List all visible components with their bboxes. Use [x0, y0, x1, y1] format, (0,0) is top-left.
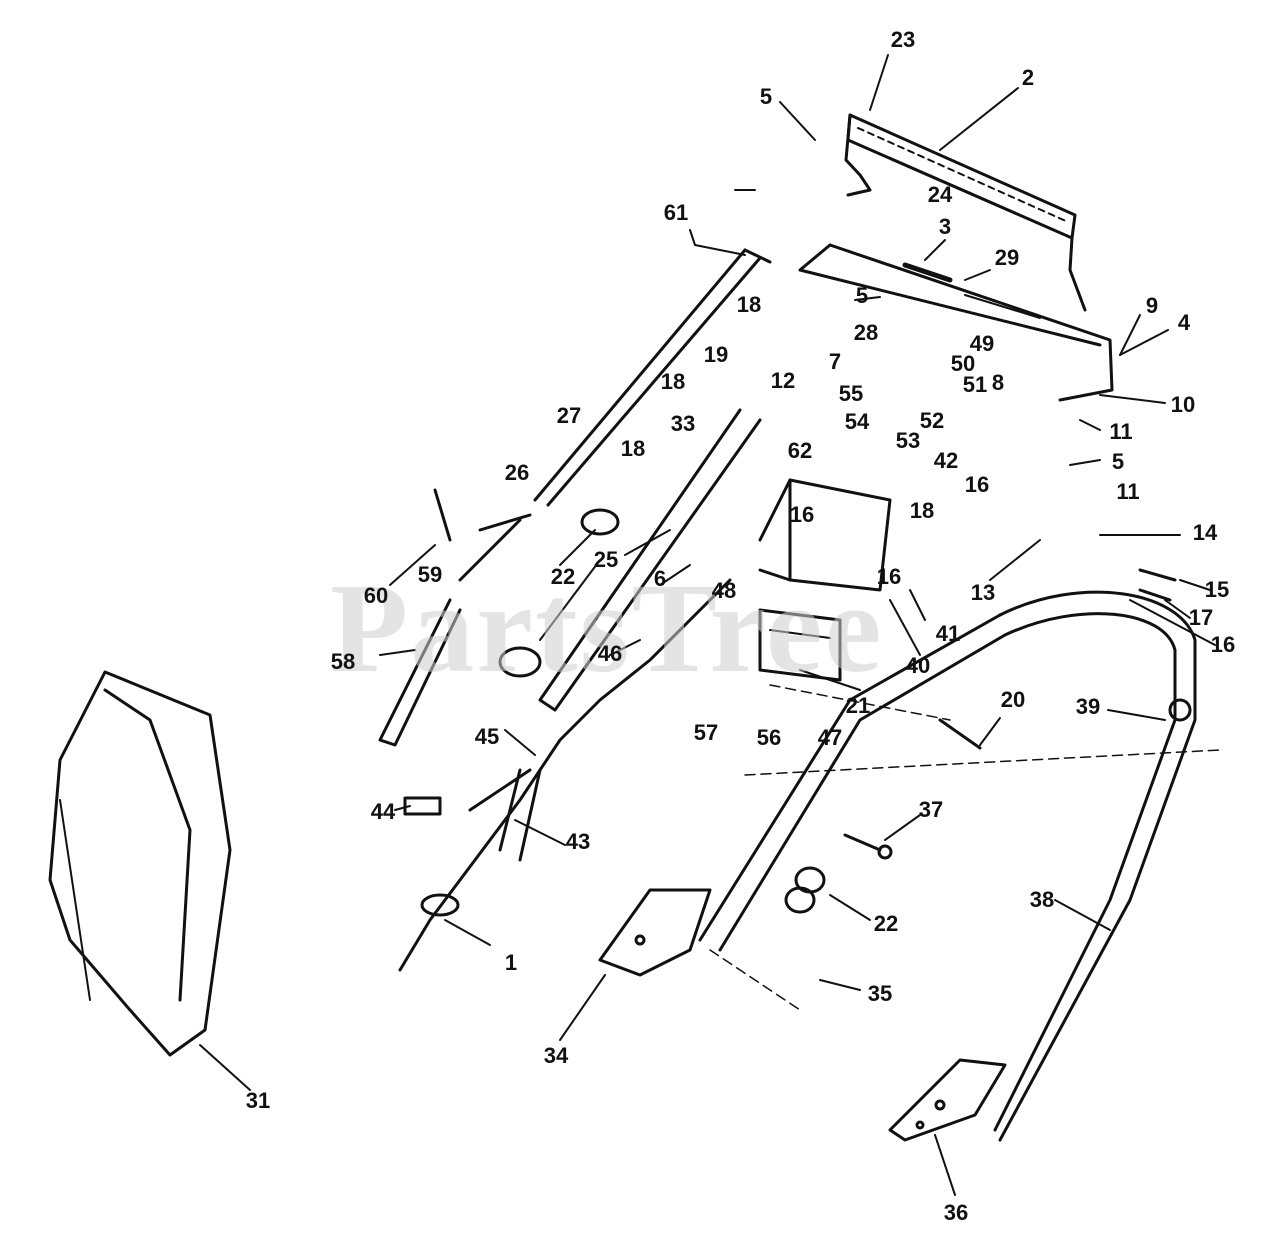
part-callout: 19 — [703, 342, 729, 367]
part-callout: 61 — [663, 200, 689, 225]
fasteners — [498, 508, 1192, 914]
part-callout: 2 — [1021, 65, 1035, 90]
part-callout: 20 — [1000, 687, 1026, 712]
watermark: PartsTree — [330, 557, 884, 699]
rod-60 — [433, 488, 532, 582]
part-callout: 36 — [943, 1200, 969, 1225]
part-callout: 56 — [756, 725, 782, 750]
bracket-34 — [598, 888, 712, 977]
part-callout: 41 — [935, 621, 961, 646]
part-callout: 7 — [828, 349, 842, 374]
left-handle-lower — [378, 408, 762, 747]
part-callout: 27 — [556, 403, 582, 428]
part-callout: 55 — [838, 381, 864, 406]
part-callout: 57 — [693, 720, 719, 745]
part-callout: 62 — [787, 438, 813, 463]
part-callout: 18 — [909, 498, 935, 523]
part-callout: 10 — [1170, 392, 1196, 417]
discharge-chute — [48, 670, 232, 1057]
part-callout: 40 — [905, 653, 931, 678]
left-frame-tube — [533, 248, 772, 507]
part-callout: 35 — [867, 981, 893, 1006]
part-callout: 45 — [474, 724, 500, 749]
handle-bar-panel — [844, 113, 1087, 312]
part-callout: 3 — [938, 214, 952, 239]
cable-assembly — [398, 578, 732, 972]
part-callout: 53 — [895, 428, 921, 453]
centerlines — [709, 684, 1221, 1011]
part-callout: 51 — [962, 372, 988, 397]
leader-lines — [199, 54, 1216, 1196]
part-callout: 6 — [653, 566, 667, 591]
control-panel-housing — [798, 243, 1114, 402]
part-callout: 5 — [759, 84, 773, 109]
part-callout: 22 — [873, 911, 899, 936]
part-callout: 16 — [789, 502, 815, 527]
part-callout: 16 — [876, 564, 902, 589]
part-callout: 50 — [950, 351, 976, 376]
part-callout: 11 — [1116, 479, 1140, 504]
part-callout: 16 — [964, 472, 990, 497]
part-callout: 15 — [1204, 577, 1230, 602]
part-callout: 47 — [817, 725, 843, 750]
part-callout: 8 — [991, 370, 1005, 395]
part-callout: 23 — [890, 27, 916, 52]
part-callout: 28 — [853, 320, 879, 345]
bracket-36 — [888, 1058, 1007, 1142]
part-callout: 5 — [855, 283, 869, 308]
connector-44 — [403, 796, 442, 816]
part-callout: 25 — [593, 547, 619, 572]
part-callout: 37 — [918, 797, 944, 822]
part-callout: 18 — [660, 369, 686, 394]
part-callout: 16 — [1210, 632, 1236, 657]
part-callout: 49 — [969, 331, 995, 356]
part-callout: 22 — [550, 564, 576, 589]
part-callout: 34 — [543, 1043, 569, 1068]
part-callout: 48 — [711, 578, 737, 603]
center-electrical-box — [758, 478, 892, 592]
part-callout: 21 — [845, 693, 871, 718]
part-callout: 14 — [1192, 520, 1218, 545]
part-callout: 18 — [620, 436, 646, 461]
part-callout: 44 — [370, 799, 396, 824]
part-callout: 18 — [736, 292, 762, 317]
part-callout: 60 — [363, 583, 389, 608]
bracket-56 — [758, 608, 842, 682]
part-callout: 54 — [844, 409, 870, 434]
part-callout: 29 — [994, 245, 1020, 270]
part-callout: 39 — [1075, 694, 1101, 719]
part-callout: 26 — [504, 460, 530, 485]
part-callout: 31 — [245, 1088, 271, 1113]
part-callout: 5 — [1111, 449, 1125, 474]
part-callout: 12 — [770, 368, 796, 393]
part-callout: 42 — [933, 448, 959, 473]
part-callout: 43 — [565, 829, 591, 854]
part-callout: 46 — [597, 641, 623, 666]
part-callout: 59 — [417, 562, 443, 587]
part-callout: 58 — [330, 649, 356, 674]
part-callout: 38 — [1029, 887, 1055, 912]
part-callout: 11 — [1109, 419, 1133, 444]
part-callout: 52 — [919, 408, 945, 433]
part-callout: 1 — [504, 950, 518, 975]
part-callout: 4 — [1177, 310, 1191, 335]
part-callout: 33 — [670, 411, 696, 436]
part-callout: 13 — [970, 580, 996, 605]
part-callout: 24 — [927, 182, 953, 207]
part-callout: 9 — [1145, 293, 1159, 318]
part-callout: 17 — [1188, 605, 1214, 630]
